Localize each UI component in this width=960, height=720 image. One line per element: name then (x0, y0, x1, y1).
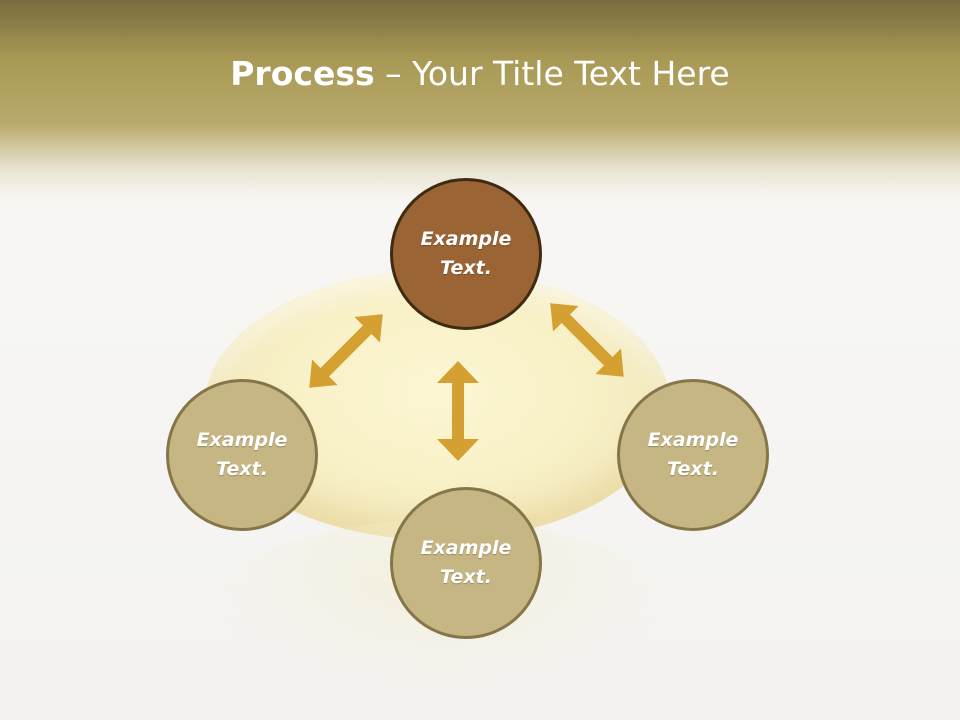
node-left-line1: Example (196, 429, 288, 451)
title-bold: Process (230, 54, 375, 93)
process-node-right[interactable]: Example Text. (617, 379, 769, 531)
double-arrow-top-right (550, 303, 624, 377)
double-arrow-vertical (437, 361, 479, 461)
process-node-left[interactable]: Example Text. (166, 379, 318, 531)
node-right-line1: Example (647, 429, 739, 451)
header-band (0, 0, 960, 200)
process-node-bottom[interactable]: Example Text. (390, 487, 542, 639)
title-rest: – Your Title Text Here (374, 54, 730, 93)
slide-title: Process – Your Title Text Here (0, 52, 960, 96)
process-node-top[interactable]: Example Text. (390, 178, 542, 330)
node-bottom-line2: Text. (440, 566, 492, 588)
node-top-line1: Example (420, 228, 512, 250)
node-top-line2: Text. (440, 257, 492, 279)
node-right-line2: Text. (667, 458, 719, 480)
double-arrow-top-left (309, 314, 383, 388)
node-left-line2: Text. (216, 458, 268, 480)
node-bottom-line1: Example (420, 537, 512, 559)
